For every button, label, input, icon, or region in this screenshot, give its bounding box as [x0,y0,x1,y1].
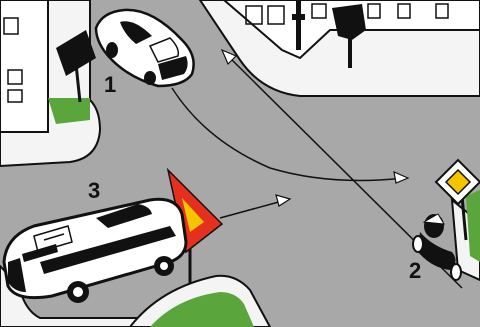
label-motorcycle: 2 [409,260,421,282]
label-bus: 3 [88,180,100,202]
label-car: 1 [104,74,116,96]
